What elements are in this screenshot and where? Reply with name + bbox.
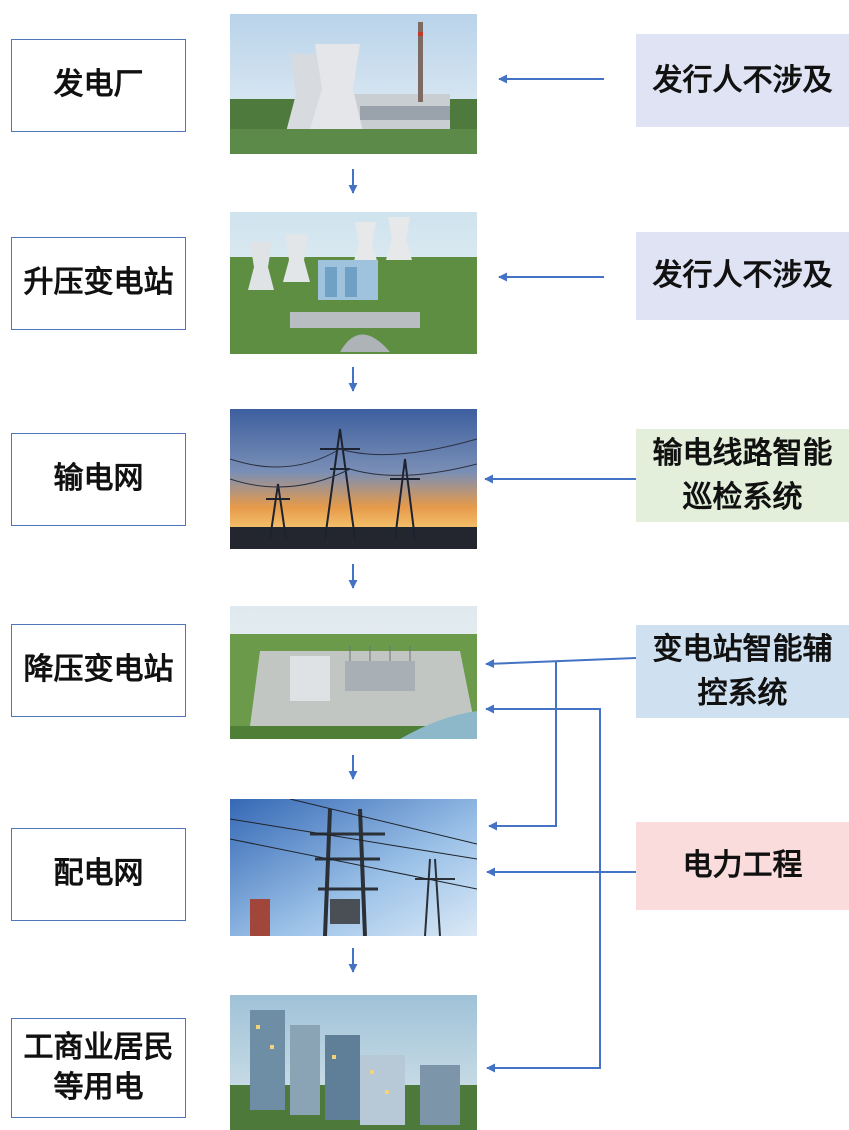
tag-label: 输电线路智能 巡检系统 [652,436,833,515]
tag-label: 发行人不涉及 [652,258,833,294]
stage-end-users: 工商业居民 等用电 [11,1018,186,1118]
step-down-substation-photo [230,606,477,739]
tag-line-inspection-system: 输电线路智能 巡检系统 [636,429,849,522]
stage-label: 升压变电站 [23,265,174,301]
tag-label: 变电站智能辅 控系统 [652,632,833,711]
stage-label: 降压变电站 [23,652,174,688]
stage-label: 发电厂 [53,67,144,103]
tag-label: 发行人不涉及 [652,62,833,98]
transmission-tower-sunset-photo [230,409,477,549]
stage-label: 工商业居民 等用电 [23,1029,174,1106]
tag-not-involved-2: 发行人不涉及 [636,232,849,320]
step-up-substation-photo [230,212,477,354]
power-plant-photo [230,14,477,154]
stage-label: 输电网 [53,461,144,497]
tag-substation-control-system: 变电站智能辅 控系统 [636,625,849,718]
stage-distribution-grid: 配电网 [11,828,186,921]
city-buildings-photo [230,995,477,1130]
stage-step-up-substation: 升压变电站 [11,237,186,330]
tag-not-involved-1: 发行人不涉及 [636,34,849,127]
stage-transmission-grid: 输电网 [11,433,186,526]
stage-power-plant: 发电厂 [11,39,186,132]
stage-label: 配电网 [53,856,144,892]
stage-step-down-substation: 降压变电站 [11,624,186,717]
tag-label: 电力工程 [682,848,803,884]
tag-arrow-5 [488,662,557,831]
distribution-pole-photo [230,799,477,936]
tag-arrow-4 [485,657,637,669]
tag-arrow-7 [485,704,601,872]
tag-power-engineering: 电力工程 [636,822,849,910]
tag-arrow-8 [486,872,601,1073]
